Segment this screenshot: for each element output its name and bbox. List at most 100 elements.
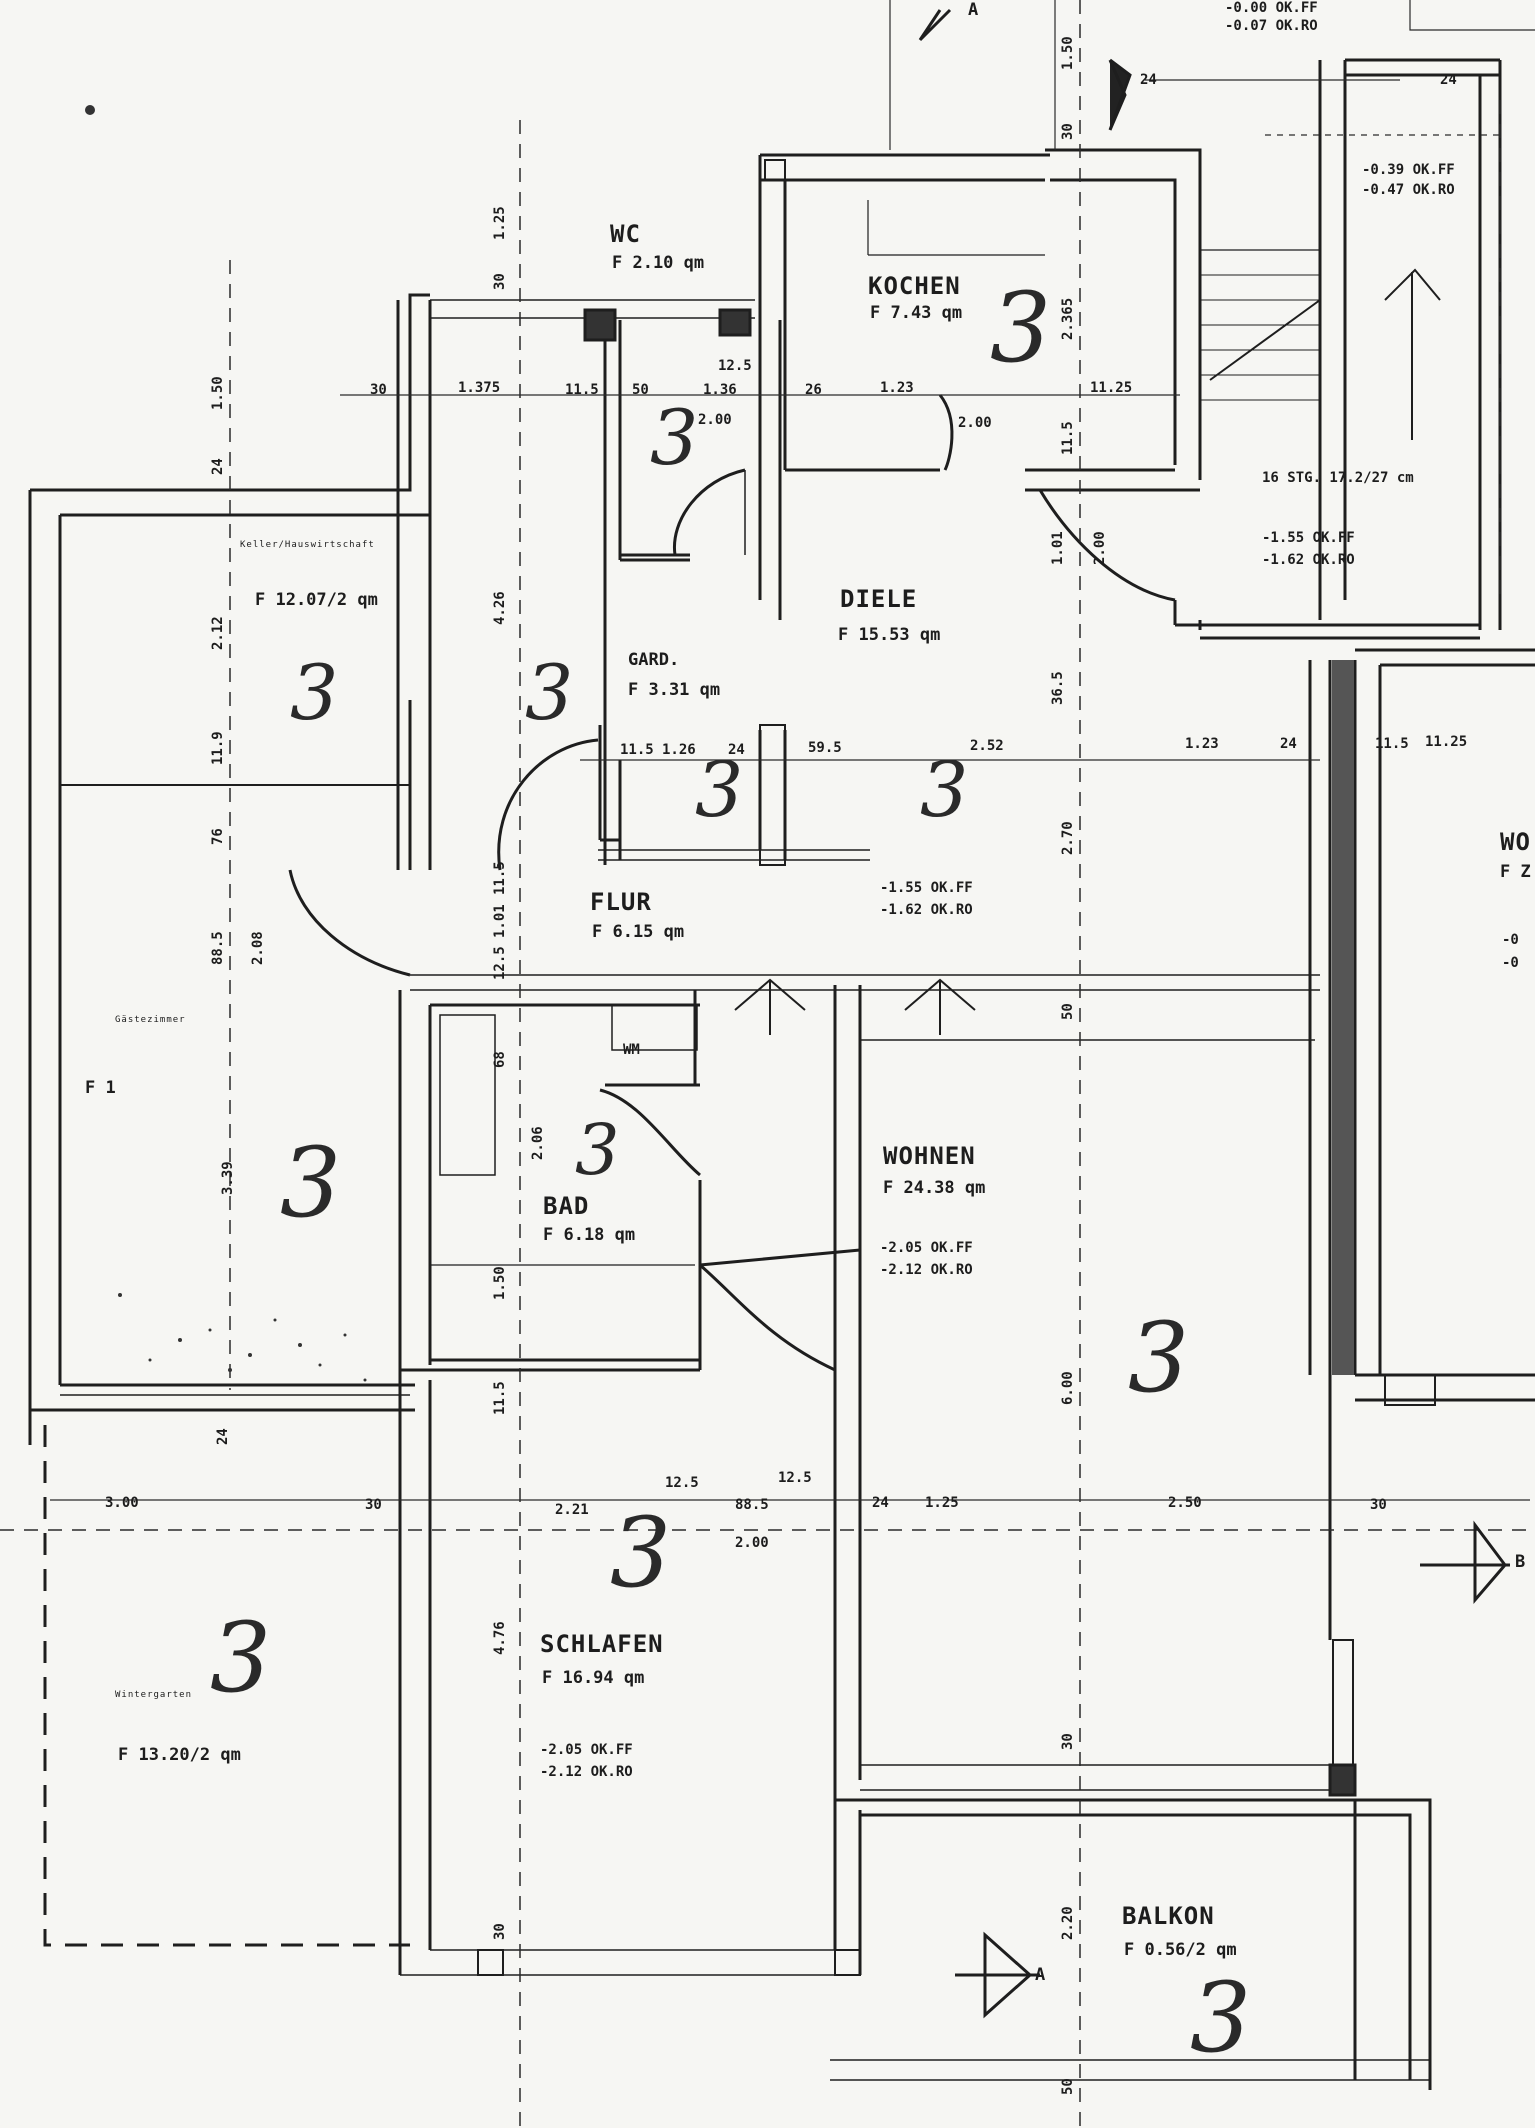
room-name-diele: DIELE — [840, 585, 918, 613]
vdim-101-b: 1.01 — [1050, 531, 1066, 565]
wall-wc — [583, 308, 782, 620]
room-name-guest: Gästezimmer — [115, 1015, 186, 1025]
vdim-24-b: 24 — [215, 1428, 231, 1445]
stair-note: 16 STG. 17.2/27 cm — [1262, 470, 1414, 486]
handwritten-mark-living: 3 — [1128, 1302, 1190, 1414]
room-name-kitchen: KOCHEN — [868, 272, 961, 300]
wall-diele-flur — [288, 660, 1357, 1640]
vdim-150-c: 1.50 — [492, 1266, 508, 1300]
handwritten-mark-balcony: 3 — [1190, 1962, 1252, 2074]
dim-595: 59.5 — [808, 740, 842, 756]
handwritten-mark-bedroom: 3 — [610, 1497, 672, 1609]
room-name-flur: FLUR — [590, 888, 652, 916]
vdim-476: 4.76 — [492, 1621, 508, 1655]
dim-24-top: 24 — [1140, 72, 1157, 88]
stair — [1038, 58, 1502, 640]
wall-winter-garden — [43, 1425, 410, 1947]
room-area-keller: F 12.07/2 qm — [255, 590, 378, 610]
room-name-living: WOHNEN — [883, 1142, 976, 1170]
room-name-bath: BAD — [543, 1192, 590, 1220]
vdim-125-b: 12.5 — [492, 946, 508, 980]
level-living-ro: -2.12 OK.RO — [880, 1262, 973, 1278]
dim-115-c: 11.5 — [1375, 736, 1409, 752]
vdim-426: 4.26 — [492, 591, 508, 625]
section-label-a-bottom: A — [1035, 1965, 1046, 1985]
vdim-50: 50 — [1060, 1003, 1076, 1020]
dim-136: 1.36 — [703, 382, 737, 398]
dim-115: 11.5 — [565, 382, 599, 398]
wall-left-wing — [28, 293, 432, 1412]
dim-1125-b: 11.25 — [1425, 734, 1468, 750]
dim-30: 30 — [370, 382, 387, 398]
room-name-keller: Keller/Hauswirtschaft — [240, 540, 375, 550]
room-name-wintergarden: Wintergarten — [115, 1690, 193, 1700]
dim-300: 3.00 — [105, 1495, 139, 1511]
room-area-right-partial: F Z — [1500, 862, 1531, 882]
section-marker-a-top — [918, 8, 1132, 131]
level-bedroom-ro: -2.12 OK.RO — [540, 1764, 633, 1780]
vdim-30: 30 — [492, 273, 508, 290]
dim-50: 50 — [632, 382, 649, 398]
vdim-600: 6.00 — [1060, 1371, 1076, 1405]
vdim-50-b: 50 — [1060, 2078, 1076, 2095]
level-right-ro: -0 — [1502, 955, 1519, 971]
vdim-208: 2.08 — [250, 931, 266, 965]
vdim-365: 36.5 — [1050, 671, 1066, 705]
door-swing-markers — [734, 978, 976, 1035]
section-marker-a-bottom — [955, 1931, 1040, 2019]
room-name-right-partial: WO — [1500, 828, 1531, 856]
dim-125: 12.5 — [718, 358, 752, 374]
vdim-115: 11.5 — [492, 861, 508, 895]
level-right-ff: -0 — [1502, 932, 1519, 948]
dim-115-b: 11.5 — [620, 742, 654, 758]
wall-bedroom — [398, 1370, 862, 1976]
level-landing-ff: -1.55 OK.FF — [1262, 530, 1355, 546]
dim-1125: 11.25 — [1090, 380, 1133, 396]
handwritten-mark-garderobe: 3 — [695, 745, 744, 834]
level-landing-ro: -1.62 OK.RO — [1262, 552, 1355, 568]
vdim-206: 2.06 — [530, 1126, 546, 1160]
section-label-a-top: A — [968, 0, 979, 20]
vdim-24: 24 — [210, 458, 226, 475]
dim-125-d: 1.25 — [925, 1495, 959, 1511]
vdim-150: 1.50 — [210, 376, 226, 410]
room-name-wc: WC — [610, 220, 641, 248]
dim-200-c: 2.00 — [735, 1535, 769, 1551]
level-stair-ro: -0.47 OK.RO — [1362, 182, 1455, 198]
vdim-270: 2.70 — [1060, 821, 1076, 855]
vdim-30-d: 30 — [1060, 1733, 1076, 1750]
room-name-balcony: BALKON — [1122, 1902, 1215, 1930]
vdim-115-b: 11.5 — [492, 1381, 508, 1415]
dim-200: 2.00 — [698, 412, 732, 428]
room-area-guest: F 1 — [85, 1078, 116, 1098]
wall-top — [396, 299, 755, 870]
handwritten-mark-kitchen: 3 — [990, 272, 1052, 384]
vdim-885: 88.5 — [210, 931, 226, 965]
handwritten-mark-wc: 3 — [650, 393, 699, 482]
vdim-2365: 2.365 — [1060, 297, 1076, 340]
vdim-30-c: 30 — [492, 1923, 508, 1940]
wall-bath — [398, 990, 702, 1372]
dim-30-b: 30 — [365, 1497, 382, 1513]
vdim-30-b: 30 — [1060, 123, 1076, 140]
level-stair-ff: -0.39 OK.FF — [1362, 162, 1455, 178]
wall-balcony — [830, 1798, 1432, 2090]
level-top-right-ff: -0.00 OK.FF — [1225, 0, 1318, 16]
room-name-garderobe: GARD. — [628, 650, 680, 670]
handwritten-mark-keller: 3 — [290, 648, 339, 737]
vdim-339: 3.39 — [220, 1161, 236, 1195]
room-area-flur: F 6.15 qm — [592, 922, 685, 942]
vdim-68: 68 — [492, 1051, 508, 1068]
dim-123-b: 1.23 — [1185, 736, 1219, 752]
level-bedroom-ff: -2.05 OK.FF — [540, 1742, 633, 1758]
vdim-119: 11.9 — [210, 731, 226, 765]
vdim-101: 1.01 — [492, 904, 508, 938]
level-living-ff: -2.05 OK.FF — [880, 1240, 973, 1256]
room-area-wintergarden: F 13.20/2 qm — [118, 1745, 241, 1765]
dim-26: 26 — [805, 382, 822, 398]
handwritten-mark-diele: 3 — [920, 745, 969, 834]
section-marker-b — [1420, 1520, 1510, 1605]
vdim-200: 2.00 — [1092, 531, 1108, 565]
